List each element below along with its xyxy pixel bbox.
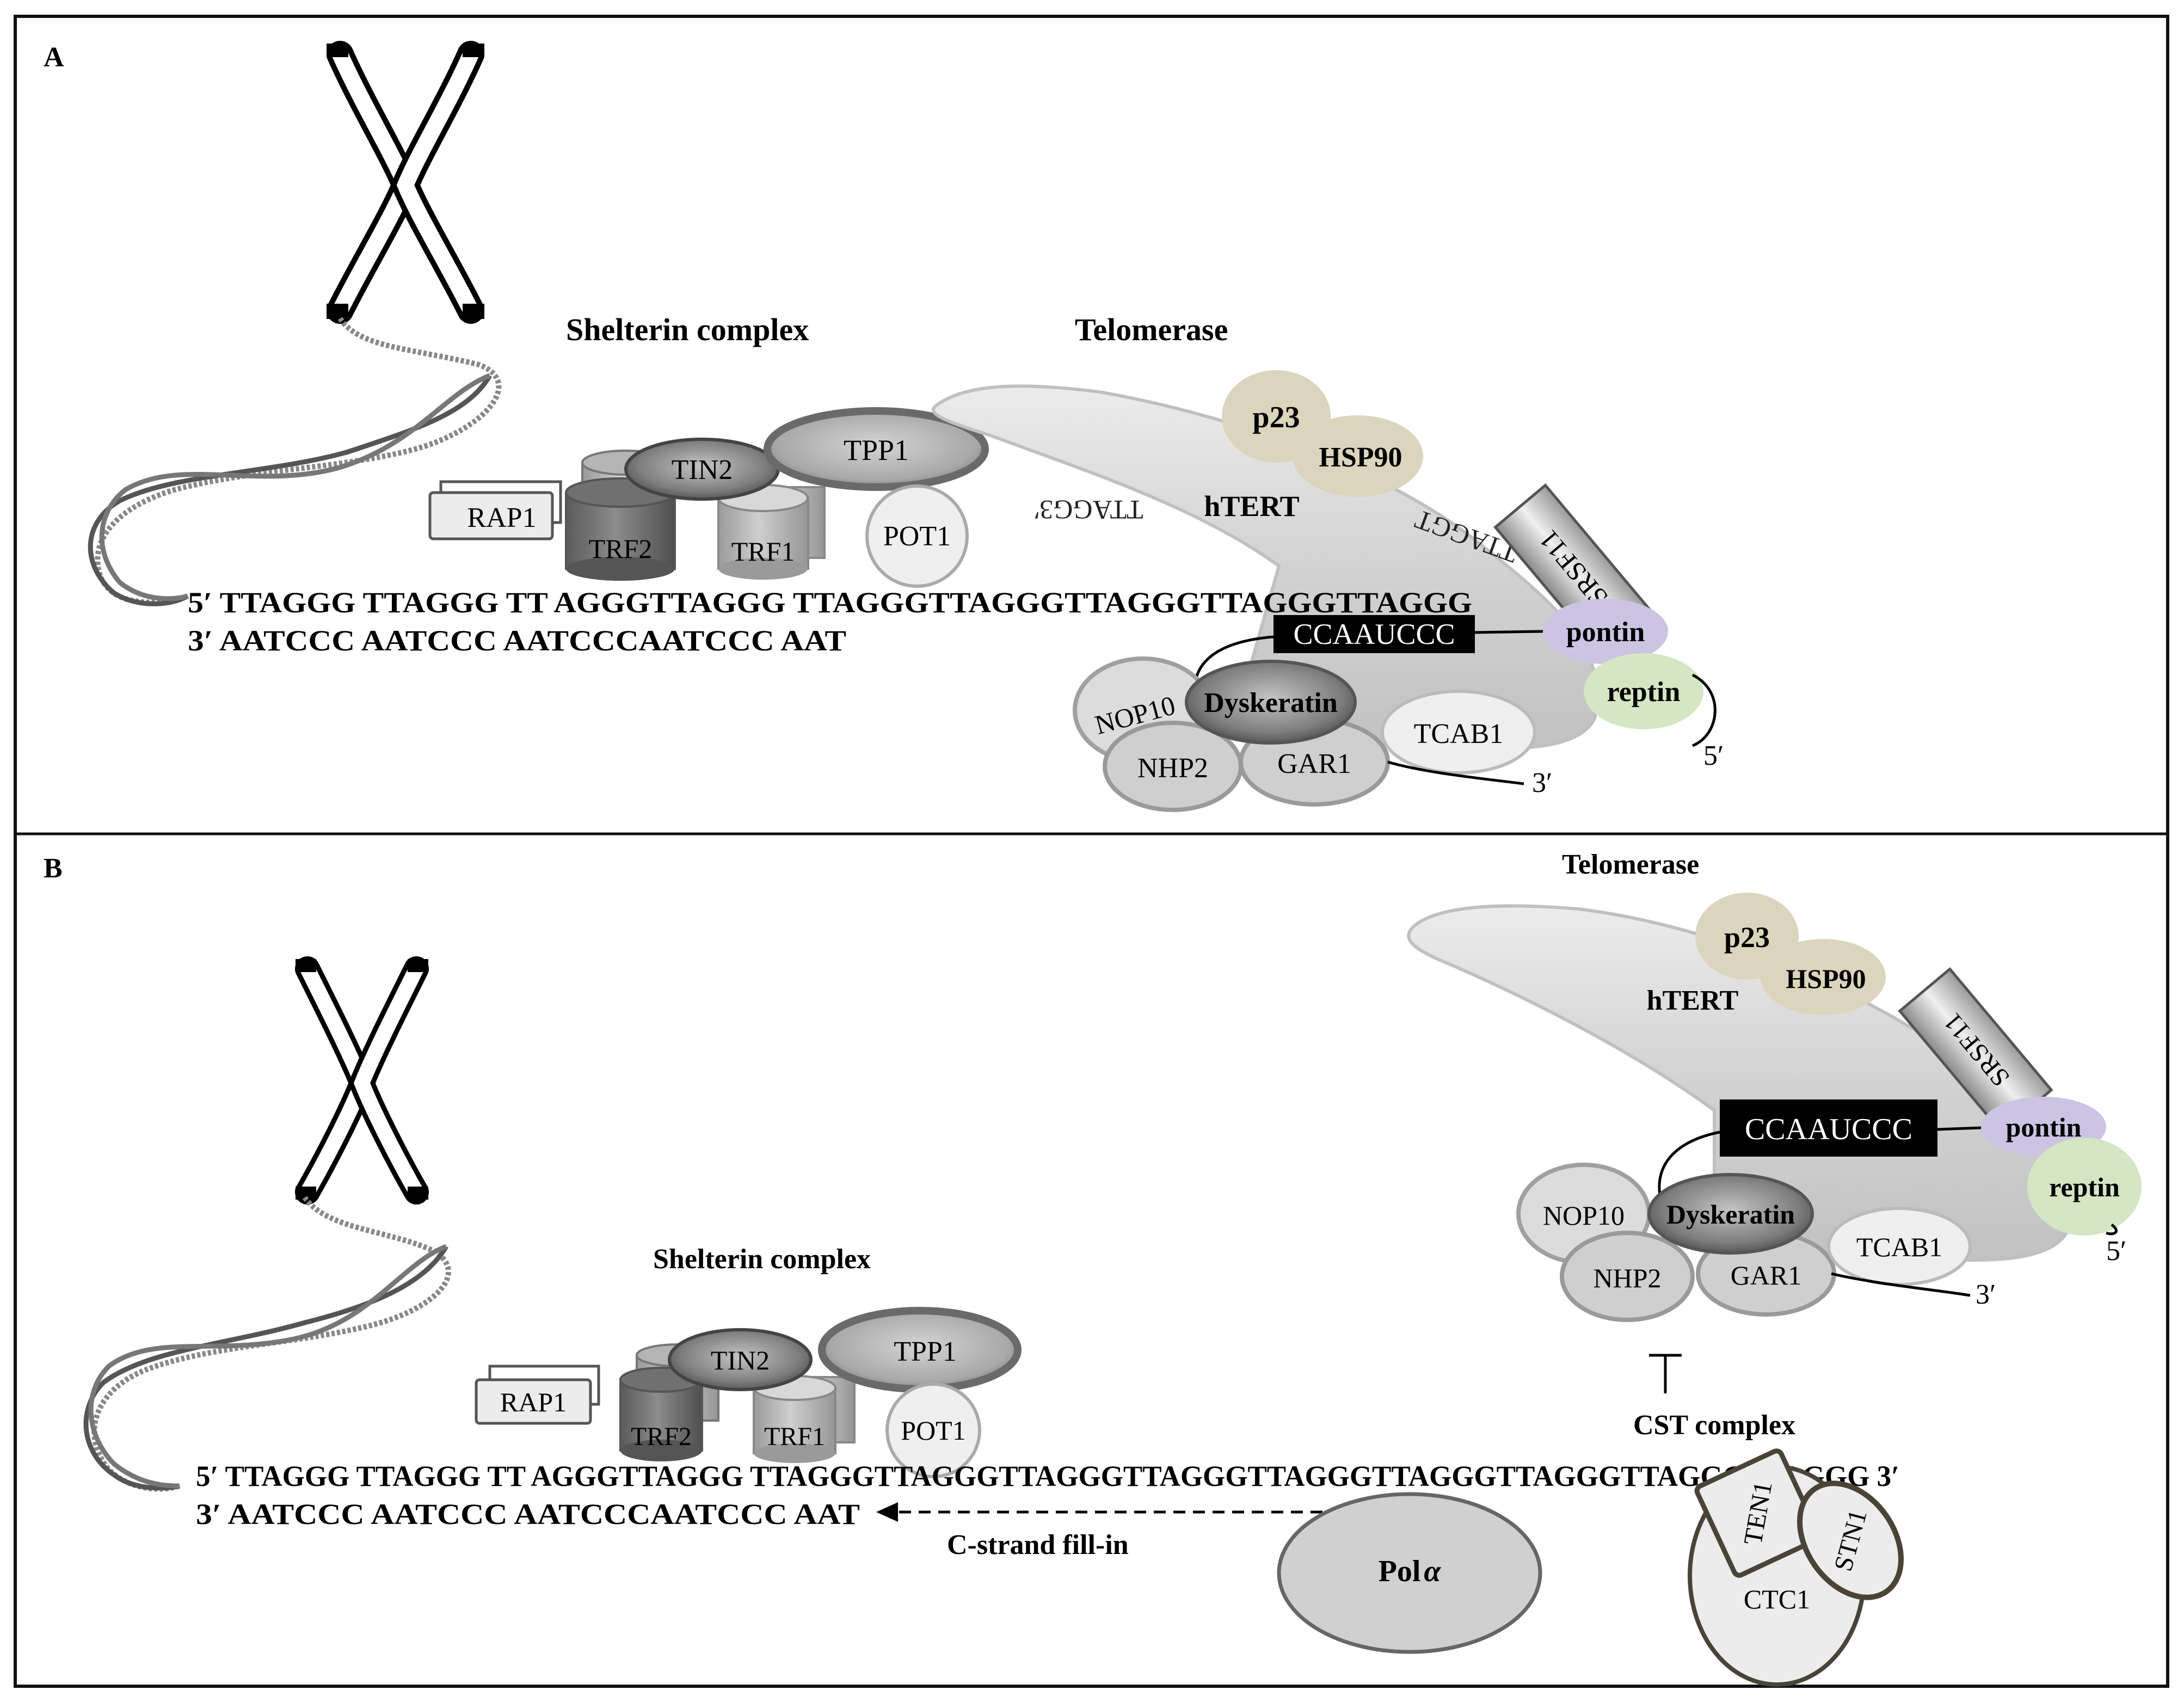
mirrored-product-a: TTAGG3′ (1033, 495, 1143, 525)
rap1-protein (428, 491, 554, 540)
rna-5prime-b: 5′ (2106, 1236, 2126, 1267)
nop10-label: NOP10 (1543, 1200, 1625, 1231)
dyskeratin-label: Dyskeratin (1666, 1199, 1795, 1230)
pot1-label: POT1 (883, 521, 951, 552)
tin2-label: TIN2 (672, 454, 733, 486)
pot1-protein (865, 484, 969, 588)
tpp1-protein (764, 407, 989, 491)
ctc1-label: CTC1 (1744, 1584, 1810, 1614)
dyskeratin-protein (1647, 1173, 1814, 1255)
tin2-protein (668, 1328, 813, 1391)
rna-5prime-a: 5′ (1703, 740, 1724, 771)
reptin-label: reptin (2049, 1172, 2120, 1202)
template-rna-b: CCAAUCCC (1745, 1113, 1912, 1146)
panel-label-a: A (44, 42, 64, 73)
p23-label: p23 (1252, 401, 1300, 434)
figure-frame (14, 15, 2169, 1688)
pot1-protein (885, 1383, 981, 1478)
rna-3prime-b: 3′ (1976, 1279, 1996, 1310)
rna-3prime-tail-a (1387, 760, 1524, 785)
rap1-label: RAP1 (467, 502, 536, 533)
telomerase-title-b: Telomerase (1562, 849, 1699, 880)
rna-3prime-tail-b (1831, 1272, 1971, 1297)
rna-5prime-tail-a (1691, 673, 1717, 747)
htert-protein (931, 384, 1599, 750)
dna-helix-icon (83, 1244, 448, 1491)
chromosome-icon (295, 956, 429, 1205)
gar1-label: GAR1 (1277, 748, 1351, 779)
htert-label: hTERT (1204, 490, 1299, 523)
tcab1-label: TCAB1 (1856, 1232, 1942, 1262)
nhp2-protein (1560, 1231, 1695, 1322)
stn1-protein: STN1 (1797, 1480, 1904, 1600)
hsp90-label: HSP90 (1319, 442, 1402, 473)
tcab1-label: TCAB1 (1414, 718, 1504, 749)
pontin-label: pontin (1566, 617, 1645, 648)
panel-a: A Shelterin complex RAP1 TRF2 (44, 41, 1724, 812)
rap1-label: RAP1 (500, 1387, 567, 1417)
tcab1-protein (1381, 690, 1536, 775)
pol-greek: α (1424, 1554, 1441, 1588)
reptin-protein (1584, 653, 1703, 729)
ten1-protein: TEN1 (1694, 1448, 1822, 1578)
trf1-label: TRF1 (764, 1422, 825, 1451)
inhibition-icon (1649, 1354, 1682, 1393)
arrowhead-icon (876, 1502, 898, 1522)
template-rna-box-a (1274, 615, 1475, 653)
pol-alpha-protein (1277, 1492, 1542, 1654)
dna-top-strand-b: 5′ TTAGGG TTAGGG TT AGGGTTAGGG TTAGGGTTA… (196, 1460, 1899, 1492)
reptin-label: reptin (1607, 677, 1681, 708)
template-rna-box-b (1720, 1099, 1937, 1157)
htert-label: hTERT (1647, 985, 1739, 1016)
rna-5prime-tail-b (2105, 1224, 2118, 1236)
panel-b: B Shelterin complex RAP1 TRF2 (44, 849, 2142, 1687)
pontin-protein (1543, 599, 1668, 664)
trf1-label: TRF1 (731, 536, 795, 567)
nhp2-label: NHP2 (1593, 1263, 1661, 1293)
dna-helix-icon (88, 373, 492, 606)
p23-label: p23 (1724, 921, 1770, 954)
shelterin-complex-b: RAP1 TRF2 TRF1 TIN2 TPP1 POT1 (475, 1307, 1022, 1478)
rna-3prime-a: 3′ (1532, 767, 1552, 798)
fill-in-label: C-strand fill-in (947, 1529, 1129, 1560)
gar1-label: GAR1 (1731, 1260, 1802, 1291)
trf2-label: TRF2 (631, 1422, 692, 1451)
hsp90-protein (1761, 939, 1886, 1015)
nhp2-label: NHP2 (1137, 753, 1208, 784)
tpp1-label: TPP1 (844, 434, 909, 466)
cst-title: CST complex (1633, 1410, 1795, 1441)
telomerase-title-a: Telomerase (1075, 312, 1228, 347)
rap1-protein (475, 1378, 592, 1425)
shelterin-title-b: Shelterin complex (653, 1244, 871, 1275)
reptin-protein (2027, 1138, 2142, 1236)
chromatin-thread (95, 317, 502, 605)
pol-name: Pol (1379, 1554, 1421, 1588)
htert-protein (1407, 904, 2074, 1262)
panel-label-b: B (44, 853, 63, 884)
trf2-label: TRF2 (589, 533, 653, 564)
tpp1-label: TPP1 (894, 1336, 957, 1367)
template-rna-a: CCAAUCCC (1293, 618, 1455, 650)
chromosome-icon (327, 41, 484, 324)
shelterin-complex-a: RAP1 TRF2 TRF1 TIN2 TPP1 POT1 (428, 407, 989, 588)
dyskeratin-protein (1185, 660, 1357, 745)
tin2-label: TIN2 (711, 1345, 770, 1375)
dna-bottom-strand-b: 3′ AATCCC AATCCC AATCCCAATCCC AAT (196, 1498, 860, 1531)
shelterin-title-a: Shelterin complex (566, 312, 809, 347)
hsp90-label: HSP90 (1786, 963, 1866, 994)
dyskeratin-label: Dyskeratin (1204, 687, 1338, 718)
dna-bottom-strand-a: 3′ AATCCC AATCCC AATCCCAATCCC AAT (188, 624, 846, 657)
pontin-label: pontin (2006, 1112, 2082, 1142)
dna-top-strand-a: 5′ TTAGGG TTAGGG TT AGGGTTAGGG TTAGGGTTA… (188, 586, 1472, 619)
pot1-label: POT1 (901, 1415, 965, 1446)
hsp90-protein (1293, 415, 1423, 497)
